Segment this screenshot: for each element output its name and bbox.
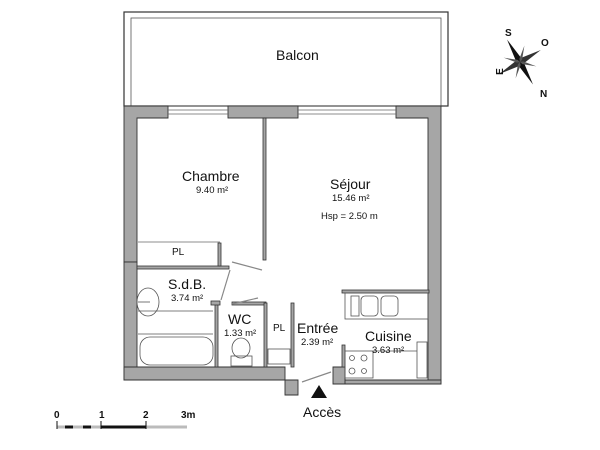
room-chambre-area: 9.40 m²: [196, 185, 229, 196]
room-entree-name: Entrée: [297, 320, 339, 336]
scale-tick-1: 1: [99, 410, 105, 421]
room-cuisine-name: Cuisine: [365, 328, 412, 344]
bathroom-fixtures: [136, 287, 214, 366]
room-entree-area: 2.39 m²: [301, 337, 334, 348]
exterior-walls: [123, 105, 442, 396]
closet-chambre: [138, 241, 222, 267]
room-wc-area: 1.33 m²: [224, 328, 257, 339]
toilet: [230, 337, 253, 367]
ceiling-height: Hsp = 2.50 m: [321, 211, 378, 222]
compass-label-o: O: [541, 38, 549, 49]
room-sejour-name: Séjour: [330, 176, 371, 192]
doors: [220, 261, 332, 383]
room-sdb-name: S.d.B.: [168, 276, 207, 292]
compass-icon: [499, 39, 541, 85]
closet-entree: [267, 348, 291, 365]
closet-entree-label: PL: [273, 323, 286, 334]
compass-label-s: S: [505, 28, 512, 39]
access-label: Accès: [303, 404, 342, 420]
room-chambre-name: Chambre: [182, 168, 240, 184]
room-sejour-area: 15.46 m²: [332, 193, 370, 204]
room-sdb-area: 3.74 m²: [171, 293, 204, 304]
room-wc-name: WC: [228, 311, 252, 327]
compass-label-e: E: [494, 68, 506, 75]
compass-label-n: N: [540, 89, 548, 100]
kitchen-fixtures: [344, 292, 429, 379]
scale-bar: [56, 421, 187, 429]
scale-tick-3: 3m: [181, 410, 196, 421]
access-arrow-icon: [311, 385, 327, 398]
closet-chambre-label: PL: [172, 247, 185, 258]
scale-tick-0: 0: [54, 410, 60, 421]
room-cuisine-area: 3.63 m²: [372, 345, 405, 356]
balcony-label: Balcon: [276, 47, 319, 63]
scale-tick-2: 2: [143, 410, 149, 421]
windows: [168, 109, 396, 115]
